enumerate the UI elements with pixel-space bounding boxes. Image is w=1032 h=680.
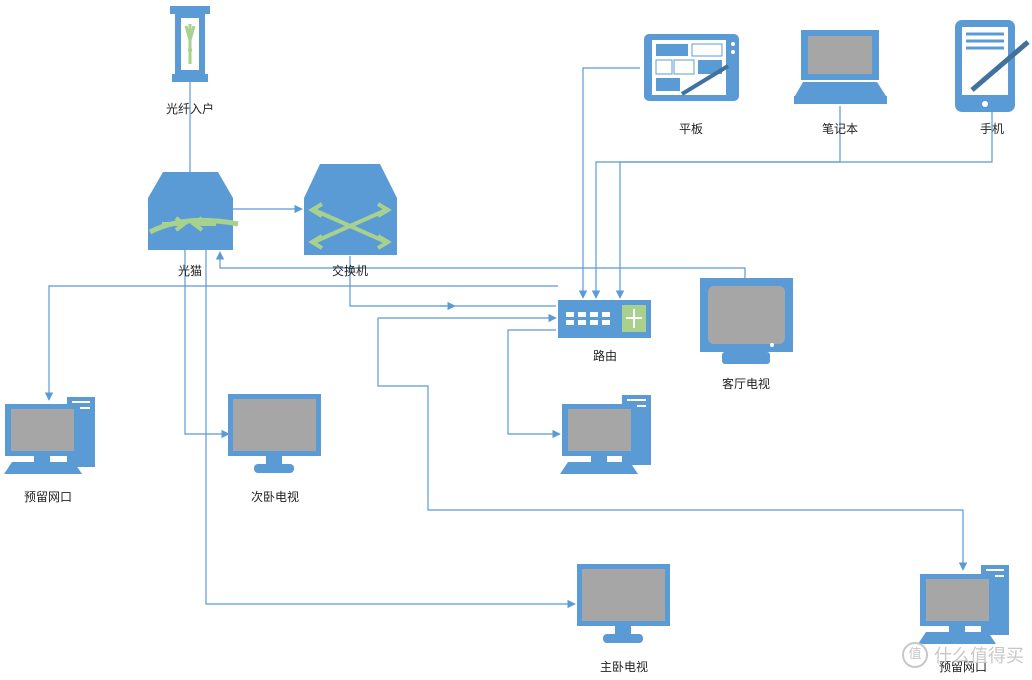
left-pc-icon: [4, 397, 95, 474]
right-pc-icon: [918, 565, 1009, 644]
line-living-tv-to-modem: [215, 251, 746, 278]
living-tv-icon: [700, 278, 793, 364]
label-tablet: 平板: [678, 122, 704, 136]
label-router: 路由: [592, 349, 618, 363]
modem-icon: [148, 172, 239, 250]
tablet-icon: [644, 34, 739, 101]
laptop-icon: [794, 30, 887, 104]
label-second-tv: 次卧电视: [250, 490, 300, 504]
label-fiber: 光纤入户: [165, 102, 215, 116]
label-living-tv: 客厅电视: [721, 377, 771, 391]
line-router-to-center-pc: [507, 329, 561, 439]
phone-icon: [955, 20, 1030, 112]
switch-icon: [304, 164, 397, 255]
watermark-text: 什么值得买: [934, 646, 1024, 667]
line-tablet-to-router: [578, 67, 640, 299]
router-icon: [558, 300, 651, 338]
connection-lines: [44, 67, 993, 609]
label-reserve-port-left: 预留网口: [23, 490, 73, 504]
line-modem-to-second-tv: [184, 250, 230, 439]
label-laptop: 笔记本: [821, 122, 859, 136]
master-tv-icon: [577, 564, 670, 643]
fiber-icon: [170, 6, 210, 82]
label-reserve-port-right: 预留网口: [938, 660, 988, 674]
label-switch: 交换机: [331, 264, 369, 278]
line-router-to-right-pc: [377, 318, 968, 571]
watermark-logo-icon: 值: [902, 642, 928, 668]
center-pc-icon: [560, 395, 651, 474]
line-phone-to-router: [615, 112, 993, 299]
line-switch-to-router: [349, 256, 447, 307]
watermark: 值 什么值得买: [902, 642, 1024, 668]
label-master-tv: 主卧电视: [599, 660, 649, 674]
label-modem: 光猫: [177, 264, 203, 278]
second-tv-icon: [228, 394, 321, 473]
line-modem-to-master-tv: [205, 250, 576, 609]
line-laptop-to-router: [591, 106, 841, 299]
line-modem-to-left-pc: [44, 285, 558, 401]
label-phone: 手机: [979, 122, 1005, 136]
